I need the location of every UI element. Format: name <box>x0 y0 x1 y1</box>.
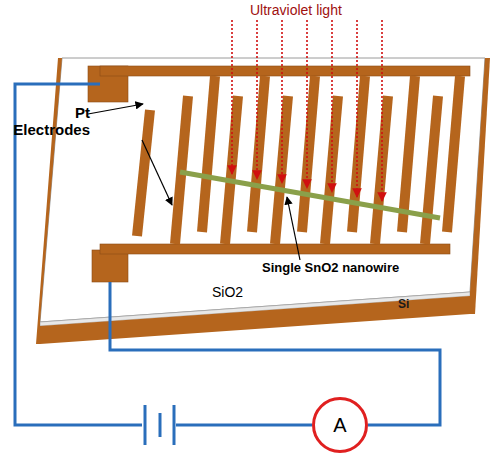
nanowire-label: Single SnO2 nanowire <box>262 261 462 276</box>
sio2-top-face <box>40 58 485 322</box>
substrate-label: Si <box>398 298 428 312</box>
electrode-fingers <box>137 76 460 244</box>
si-side <box>36 58 62 344</box>
ammeter-circle: A <box>312 397 368 453</box>
leader-arrows <box>88 104 300 260</box>
battery-symbol <box>145 405 174 445</box>
sno2-nanowire <box>180 172 440 218</box>
ammeter-circle-outline <box>314 399 367 452</box>
pt-electrodes <box>88 66 470 282</box>
uv-label: Ultraviolet light <box>250 2 390 18</box>
electrode-label: Pt Electrodes <box>10 104 90 139</box>
uv-rays <box>232 20 382 201</box>
si-substrate <box>40 296 470 344</box>
layer-label: SiO2 <box>212 284 272 300</box>
ammeter-label: A <box>333 414 346 437</box>
si-side <box>470 58 490 314</box>
